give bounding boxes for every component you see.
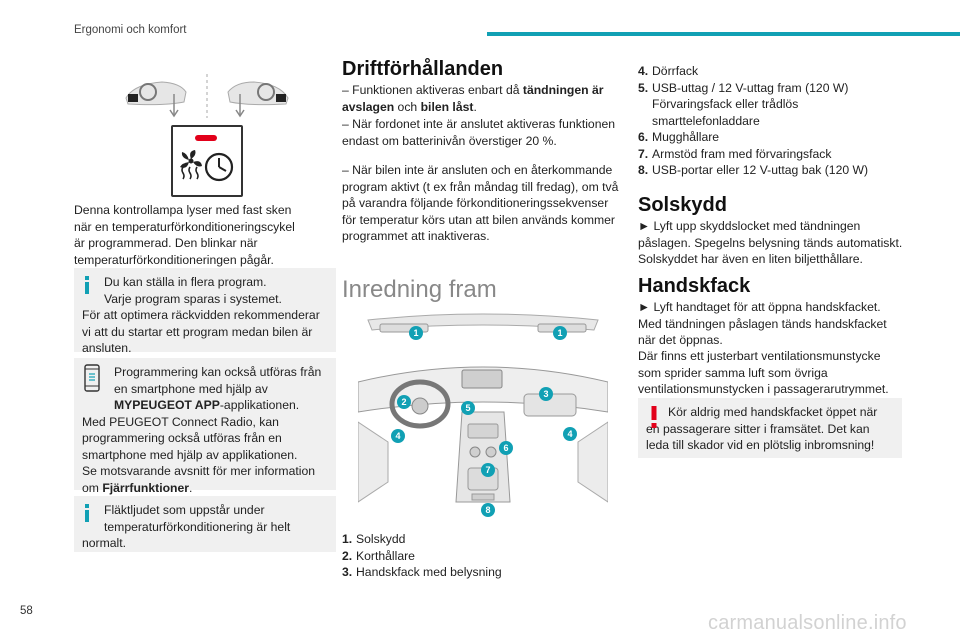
- list-item: 4.Dörrfack: [638, 64, 699, 78]
- watermark-brand: carmanualsonline.info: [708, 612, 907, 634]
- handskfack-text-2: Där finns ett justerbart ventilationsmun…: [638, 349, 889, 396]
- lamp-description: Denna kontrollampa lyser med fast sken n…: [74, 203, 295, 267]
- handskfack-text-1: ► Lyft handtaget för att öppna handskfac…: [638, 300, 887, 347]
- warning-exclamation-icon: [651, 406, 657, 428]
- smartphone-note-para2: Med PEUGEOT Connect Radio, kan programme…: [82, 414, 298, 462]
- interior-legend-list-1: 1.Solskydd 2.Korthållare 3.Handskfack me…: [342, 531, 620, 581]
- section-title-inredning-fram: Inredning fram: [342, 276, 497, 303]
- list-item: 8.USB-portar eller 12 V-uttag bak (120 W…: [638, 163, 869, 177]
- warning-text: Kör aldrig med handskfacket öppet när en…: [646, 405, 878, 452]
- svg-text:2: 2: [401, 397, 406, 407]
- mirror-steering-illustration: [125, 74, 289, 118]
- svg-text:1: 1: [557, 328, 562, 338]
- callout-3: 3: [539, 387, 553, 401]
- list-item: 5.USB-uttag / 12 V-uttag fram (120 W) Fö…: [638, 80, 849, 128]
- svg-text:1: 1: [413, 328, 418, 338]
- svg-text:8: 8: [485, 505, 490, 515]
- smartphone-note: Programmering kan också utföras från en …: [74, 358, 336, 495]
- list-item: 2.Korthållare: [342, 548, 415, 563]
- header-accent-bar: [487, 32, 960, 36]
- section-title-handskfack: Handskfack: [638, 275, 751, 297]
- info-icon: [85, 276, 89, 294]
- info-icon: [85, 504, 89, 522]
- smartphone-note-line1: Programmering kan också utföras från en …: [114, 365, 322, 412]
- fan-clock-icon: [180, 135, 234, 182]
- info-note-programs: Du kan ställa in flera program. Varje pr…: [74, 268, 336, 355]
- condition-2: – När fordonet inte är anslutet aktivera…: [342, 117, 616, 148]
- section-title-solskydd: Solskydd: [638, 194, 727, 216]
- preconditioning-warning-lamp: [171, 125, 243, 197]
- svg-text:3: 3: [543, 389, 548, 399]
- note-line-2: Varje program sparas i systemet.: [104, 291, 282, 306]
- callout-4-left: 4: [391, 429, 405, 443]
- section-header: Ergonomi och komfort: [74, 24, 187, 36]
- solskydd-text: ► Lyft upp skyddslocket med tändningen p…: [638, 219, 903, 266]
- fan-note-line1: Fläktljudet som uppstår under temperatur…: [104, 503, 291, 534]
- fan-note-line2: normalt.: [82, 536, 127, 550]
- list-item: 1.Solskydd: [342, 532, 406, 546]
- svg-text:4: 4: [395, 431, 400, 441]
- callout-1-left: 1: [409, 326, 423, 340]
- note-rest: För att optimera räckvidden rekommendera…: [82, 308, 320, 355]
- callout-8: 8: [481, 503, 495, 517]
- section-title-driftforhallanden: Driftförhållanden: [342, 58, 504, 80]
- callout-6: 6: [499, 441, 513, 455]
- list-item: 3.Handskfack med belysning: [342, 565, 502, 579]
- callout-1-right: 1: [553, 326, 567, 340]
- smartphone-icon: [84, 364, 100, 392]
- condition-3: – När bilen inte är ansluten och en åter…: [342, 163, 619, 243]
- smartphone-note-para3: Se motsvarande avsnitt för mer informati…: [82, 464, 316, 495]
- callout-4-right: 4: [563, 427, 577, 441]
- callout-5: 5: [461, 401, 475, 415]
- callout-7: 7: [481, 463, 495, 477]
- callout-2: 2: [397, 395, 411, 409]
- list-item: 6.Mugghållare: [638, 130, 720, 144]
- svg-text:6: 6: [503, 443, 508, 453]
- svg-text:7: 7: [485, 465, 490, 475]
- svg-text:5: 5: [465, 403, 470, 413]
- list-item: 7.Armstöd fram med förvaringsfack: [638, 146, 832, 161]
- interior-illustration: 1 1 2 3 4 4 5 6 7 8: [358, 313, 608, 517]
- svg-text:4: 4: [567, 429, 572, 439]
- page-number: 58: [20, 605, 33, 617]
- interior-legend-list-2: 4.Dörrfack 5.USB-uttag / 12 V-uttag fram…: [638, 63, 904, 179]
- condition-1: – Funktionen aktiveras enbart då tändnin…: [342, 83, 604, 114]
- warning-note-glovebox: Kör aldrig med handskfacket öppet när en…: [638, 398, 902, 458]
- note-line-1: Du kan ställa in flera program.: [104, 275, 267, 289]
- info-note-fan-noise: Fläktljudet som uppstår under temperatur…: [74, 496, 336, 552]
